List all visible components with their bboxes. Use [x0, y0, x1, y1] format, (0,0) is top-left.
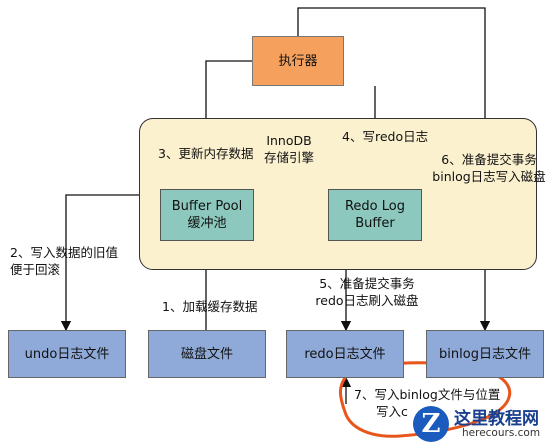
binlog-file-label: binlog日志文件 [439, 346, 531, 362]
redo-file-box: redo日志文件 [286, 330, 404, 378]
step7-label-line1: 7、写入binlog文件与位置 [354, 387, 501, 402]
redo-log-buffer-box: Redo Log Buffer [328, 189, 422, 241]
step2-label-line2: 便于回滚 [10, 262, 61, 277]
step6-label-line1: 6、准备提交事务 [441, 152, 537, 167]
step1-label: 1、加载缓存数据 [162, 299, 258, 314]
step5-label-line2: redo日志刷入磁盘 [315, 293, 419, 308]
buffer-pool-label-line2: 缓冲池 [187, 216, 227, 231]
undo-file-box: undo日志文件 [8, 330, 126, 378]
watermark-url: herecours.com [462, 427, 541, 439]
disk-file-label: 磁盘文件 [180, 346, 233, 362]
arrow-step2 [60, 194, 139, 332]
executor-box: 执行器 [252, 36, 344, 86]
redo-log-buffer-label-line2: Buffer [355, 216, 395, 231]
undo-file-label: undo日志文件 [24, 346, 110, 362]
step7-label: 7、写入binlog文件与位置 写入c [354, 386, 500, 420]
step5-label-line1: 5、准备提交事务 [319, 276, 415, 291]
step5-label: 5、准备提交事务 redo日志刷入磁盘 [302, 275, 432, 309]
disk-file-box: 磁盘文件 [148, 330, 266, 378]
innodb-title-line2: 存储引擎 [264, 150, 315, 165]
redo-file-label: redo日志文件 [304, 346, 386, 362]
buffer-pool-box: Buffer Pool 缓冲池 [160, 189, 254, 241]
executor-label: 执行器 [278, 53, 318, 69]
step2-label-line1: 2、写入数据的旧值 [10, 245, 118, 260]
step2-label: 2、写入数据的旧值 便于回滚 [10, 244, 118, 278]
step6-label-line2: binlog日志写入磁盘 [432, 169, 546, 184]
innodb-title-line1: InnoDB [266, 133, 312, 148]
binlog-file-box: binlog日志文件 [426, 330, 544, 378]
step4-label: 4、写redo日志 [342, 129, 429, 144]
step7-label-line2: 写入c [376, 404, 408, 419]
watermark-name: 这里教程网 [454, 409, 539, 429]
innodb-title: InnoDB 存储引擎 [264, 132, 314, 166]
watermark-logo-icon: Z [413, 406, 449, 442]
step6-label: 6、准备提交事务 binlog日志写入磁盘 [430, 151, 548, 185]
step3-label: 3、更新内存数据 [158, 146, 254, 161]
redo-log-buffer-label-line1: Redo Log [344, 199, 405, 214]
buffer-pool-label-line1: Buffer Pool [171, 199, 243, 214]
